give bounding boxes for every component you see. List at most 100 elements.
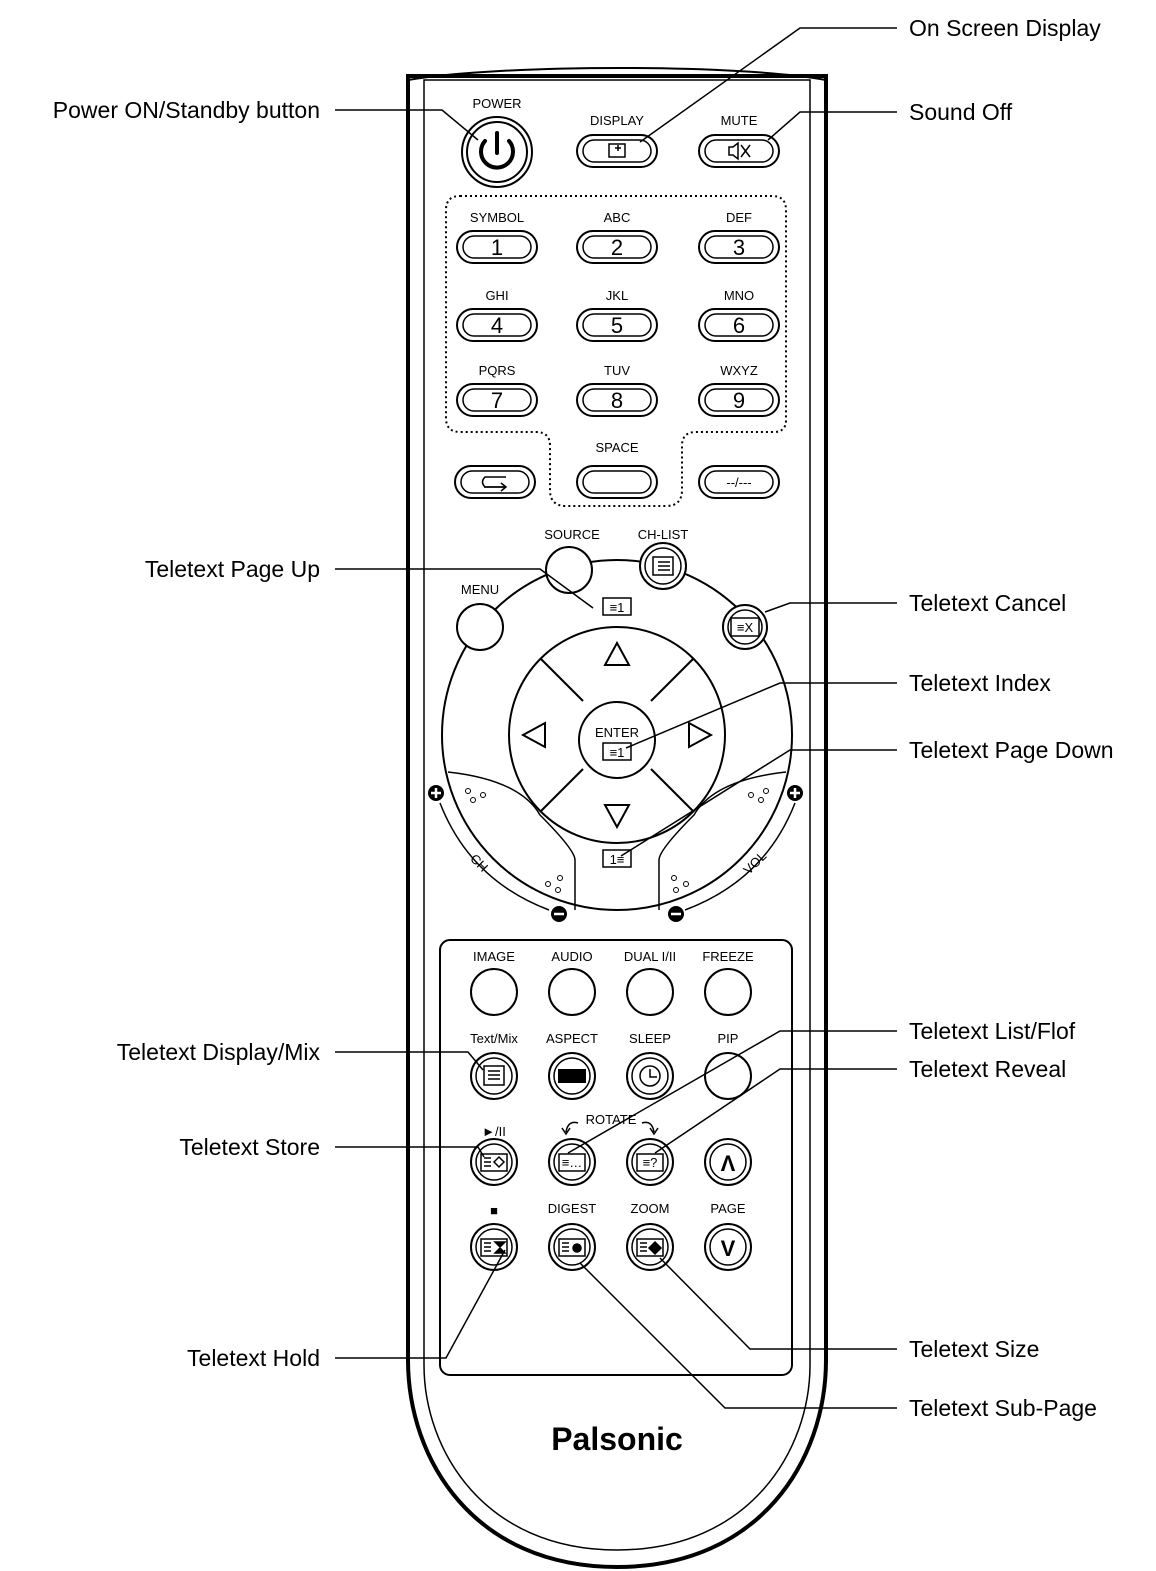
row4-label: PAGE (710, 1201, 745, 1216)
source-button[interactable] (545, 546, 593, 594)
ch-zone[interactable] (447, 771, 576, 910)
key-button[interactable] (576, 230, 658, 264)
row4-label: DIGEST (548, 1201, 596, 1216)
keypad: SYMBOL1ABC2DEF3GHI4JKL5MNO6PQRS7TUV8WXYZ… (456, 210, 780, 417)
key-button[interactable] (576, 383, 658, 417)
key-digit: 7 (491, 388, 503, 413)
cancel-glyph: ≡X (737, 620, 754, 635)
key-button[interactable] (576, 308, 658, 342)
callout-reveal: Teletext Reveal (909, 1056, 1067, 1082)
callout-osd: On Screen Display (909, 15, 1101, 41)
list-flof-icon (558, 1153, 586, 1172)
left-arrow-icon[interactable] (520, 721, 546, 749)
key-digit: 9 (733, 388, 745, 413)
vol-minus-icon (668, 906, 684, 922)
swap-button[interactable] (454, 465, 536, 499)
key-letters: PQRS (479, 363, 516, 378)
down-arrow-icon[interactable] (603, 804, 631, 830)
row1-button[interactable] (548, 968, 596, 1016)
sub-page-icon (558, 1238, 586, 1257)
row1-button[interactable] (626, 968, 674, 1016)
key-button[interactable] (456, 383, 538, 417)
page-up-icon (602, 597, 632, 616)
page-up-button[interactable] (704, 1138, 752, 1186)
page-up-chevron-icon: Λ (721, 1151, 736, 1176)
key-letters: TUV (604, 363, 630, 378)
row1-label: IMAGE (473, 949, 515, 964)
key-digit: 2 (611, 235, 623, 260)
callout-display-mix: Teletext Display/Mix (116, 1039, 320, 1065)
cancel-button[interactable] (722, 604, 768, 650)
reveal-button[interactable] (626, 1138, 674, 1186)
bump-dots (465, 788, 769, 893)
key-letters: DEF (726, 210, 752, 225)
clock-icon (639, 1065, 661, 1087)
right-arrow-icon[interactable] (688, 721, 714, 749)
mute-label: MUTE (721, 113, 758, 128)
key-letters: GHI (485, 288, 508, 303)
key-letters: SYMBOL (470, 210, 524, 225)
reveal-glyph: ≡? (643, 1155, 658, 1170)
display-button[interactable] (576, 134, 658, 168)
page-down-chevron-icon: V (721, 1236, 736, 1261)
callout-size: Teletext Size (909, 1336, 1040, 1362)
space-button[interactable] (576, 465, 658, 499)
list-flof-button[interactable] (548, 1138, 596, 1186)
callout-sub-page: Teletext Sub-Page (909, 1395, 1097, 1421)
brand-logo: Palsonic (551, 1421, 683, 1457)
up-arrow-icon[interactable] (603, 640, 631, 666)
text-mix-icon (483, 1065, 505, 1086)
row2-button[interactable] (704, 1052, 752, 1100)
row1-button[interactable] (470, 968, 518, 1016)
page-down-button[interactable] (704, 1223, 752, 1271)
key-button[interactable] (698, 308, 780, 342)
callout-index: Teletext Index (909, 670, 1051, 696)
power-icon (479, 131, 515, 170)
row1-label: AUDIO (551, 949, 592, 964)
size-icon (636, 1238, 664, 1257)
key-button[interactable] (456, 230, 538, 264)
vol-arc (684, 802, 796, 911)
key-letters: WXYZ (720, 363, 758, 378)
power-label: POWER (472, 96, 521, 111)
ch-minus-icon (551, 906, 567, 922)
key-letters: JKL (606, 288, 628, 303)
callout-sound-off: Sound Off (909, 99, 1013, 125)
remote-body (406, 67, 828, 1570)
vol-zone[interactable] (658, 771, 787, 910)
hold-button[interactable] (470, 1223, 518, 1271)
mute-button[interactable] (698, 134, 780, 168)
nav-cluster: ENTER ≡1 SOURCE CH-LIST ≡1 MENU ≡X 1≡ (428, 527, 803, 922)
nav-ring (441, 559, 793, 911)
dash-button[interactable] (698, 465, 780, 499)
row1-button[interactable] (704, 968, 752, 1016)
list-icon (652, 556, 674, 576)
play-pause-label: ►/II (482, 1124, 506, 1139)
key-button[interactable] (698, 383, 780, 417)
enter-label: ENTER (595, 725, 639, 740)
row2-label: SLEEP (629, 1031, 671, 1046)
mute-icon (728, 141, 751, 161)
space-label: SPACE (595, 440, 638, 455)
key-letters: MNO (724, 288, 754, 303)
rotate-right-icon (641, 1121, 659, 1136)
enter-button[interactable] (578, 701, 656, 779)
sub-page-button[interactable] (548, 1223, 596, 1271)
callout-power: Power ON/Standby button (52, 97, 320, 123)
leader-lines (335, 27, 897, 1409)
stop-label: ■ (490, 1203, 498, 1218)
key-button[interactable] (456, 308, 538, 342)
key-button[interactable] (698, 230, 780, 264)
menu-button[interactable] (456, 603, 504, 651)
row2-button[interactable] (470, 1052, 518, 1100)
top-row: POWER DISPLAY MUTE (461, 96, 780, 188)
row4-label: ZOOM (631, 1201, 670, 1216)
screen-icon (608, 143, 626, 158)
callout-hold: Teletext Hold (187, 1345, 320, 1371)
list-flof-glyph: ≡… (562, 1155, 583, 1170)
ch-plus-icon (428, 785, 444, 801)
key-digit: 8 (611, 388, 623, 413)
callout-cancel: Teletext Cancel (909, 590, 1067, 616)
